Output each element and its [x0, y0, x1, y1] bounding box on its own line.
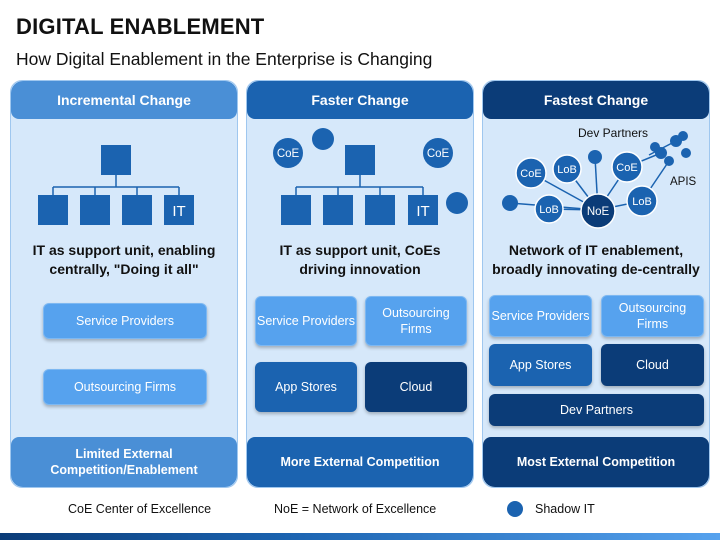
- coe-node: [611, 151, 643, 183]
- shadow-it-dot: [664, 156, 674, 166]
- org-it-label: IT: [172, 203, 185, 220]
- lob-node: [626, 185, 658, 217]
- shadow-it-dot: [681, 148, 691, 158]
- dev-partners-box: Dev Partners: [489, 394, 704, 426]
- app-stores-box: App Stores: [255, 362, 357, 412]
- legend-noe: NoE = Network of Excellence: [274, 502, 437, 516]
- column-incremental-change: Incremental Change IT IT as support unit…: [10, 80, 238, 488]
- cloud-box: Cloud: [601, 344, 704, 386]
- shadow-it-dot: [502, 195, 518, 211]
- service-providers-box: Service Providers: [255, 296, 357, 346]
- org-chart-with-coe-diagram: CoE CoE IT: [273, 128, 468, 225]
- lob-node: [534, 194, 564, 224]
- column-footer: Most External Competition: [483, 437, 709, 487]
- column-header: Fastest Change: [483, 81, 709, 119]
- coe-circle: [273, 138, 303, 168]
- org-it-box: [164, 195, 194, 225]
- dev-partners-label: Dev Partners: [578, 126, 648, 140]
- column-header: Faster Change: [247, 81, 473, 119]
- coe-circle: [423, 138, 453, 168]
- statement-line: centrally, "Doing it all": [49, 261, 199, 277]
- shadow-it-dot: [650, 142, 660, 152]
- column-footer: More External Competition: [247, 437, 473, 487]
- shadow-it-dot: [312, 128, 334, 150]
- shadow-it-dot: [588, 150, 602, 164]
- legend-coe: CoE Center of Excellence: [68, 502, 212, 516]
- org-top-box: [345, 145, 375, 175]
- coe-node-label: CoE: [616, 162, 637, 174]
- bottom-accent-bar: [0, 533, 720, 540]
- outsourcing-firms-box: Outsourcing Firms: [365, 296, 467, 346]
- service-providers-box: Service Providers: [43, 303, 207, 339]
- coe-label: CoE: [427, 148, 450, 160]
- column-statement: Network of IT enablement, broadly innova…: [483, 241, 709, 279]
- column-fastest-change: Fastest Change Dev Partners APIS CoE LoB…: [482, 80, 710, 488]
- column-statement: IT as support unit, enabling centrally, …: [11, 241, 237, 279]
- coe-node: [515, 157, 547, 189]
- column-header: Incremental Change: [11, 81, 237, 119]
- org-it-label: IT: [416, 203, 429, 220]
- org-unit-box: [38, 195, 68, 225]
- shadow-it-legend-icon: [507, 501, 523, 517]
- statement-line: IT as support unit, CoEs: [279, 242, 441, 258]
- org-top-box: [101, 145, 131, 175]
- outsourcing-firms-box: Outsourcing Firms: [601, 295, 704, 337]
- statement-line: driving innovation: [299, 261, 421, 277]
- column-statement: IT as support unit, CoEs driving innovat…: [247, 241, 473, 279]
- footer-line: Limited External: [75, 447, 173, 461]
- legend-shadow-it: Shadow IT: [535, 502, 595, 516]
- cloud-box: Cloud: [365, 362, 467, 412]
- org-unit-box: [365, 195, 395, 225]
- org-chart-diagram: IT: [38, 145, 194, 225]
- column-footer: Limited External Competition/Enablement: [11, 437, 237, 487]
- org-unit-box: [80, 195, 110, 225]
- coe-node-label: CoE: [520, 168, 541, 180]
- network-diagram: Dev Partners APIS CoE LoB CoE LoB LoB: [502, 126, 697, 229]
- lob-node-label: LoB: [632, 196, 652, 208]
- statement-line: broadly innovating de-centrally: [492, 261, 700, 277]
- coe-label: CoE: [277, 148, 300, 160]
- org-it-box: [408, 195, 438, 225]
- noe-node: [580, 193, 616, 229]
- org-unit-box: [281, 195, 311, 225]
- lob-node: [552, 154, 582, 184]
- org-unit-box: [122, 195, 152, 225]
- page-subtitle: How Digital Enablement in the Enterprise…: [16, 49, 433, 69]
- statement-line: Network of IT enablement,: [508, 242, 684, 258]
- outsourcing-firms-box: Outsourcing Firms: [43, 369, 207, 405]
- lob-node-label: LoB: [539, 204, 559, 216]
- service-providers-box: Service Providers: [489, 295, 592, 337]
- column-faster-change: Faster Change CoE CoE IT IT as support u…: [246, 80, 474, 488]
- footer-line: Competition/Enablement: [50, 463, 198, 477]
- statement-line: IT as support unit, enabling: [32, 242, 216, 258]
- apis-label: APIS: [670, 176, 697, 188]
- noe-node-label: NoE: [587, 206, 610, 218]
- org-unit-box: [323, 195, 353, 225]
- app-stores-box: App Stores: [489, 344, 592, 386]
- shadow-it-dot: [678, 131, 688, 141]
- shadow-it-dot: [446, 192, 468, 214]
- page-title: DIGITAL ENABLEMENT: [16, 14, 265, 39]
- lob-node-label: LoB: [557, 164, 577, 176]
